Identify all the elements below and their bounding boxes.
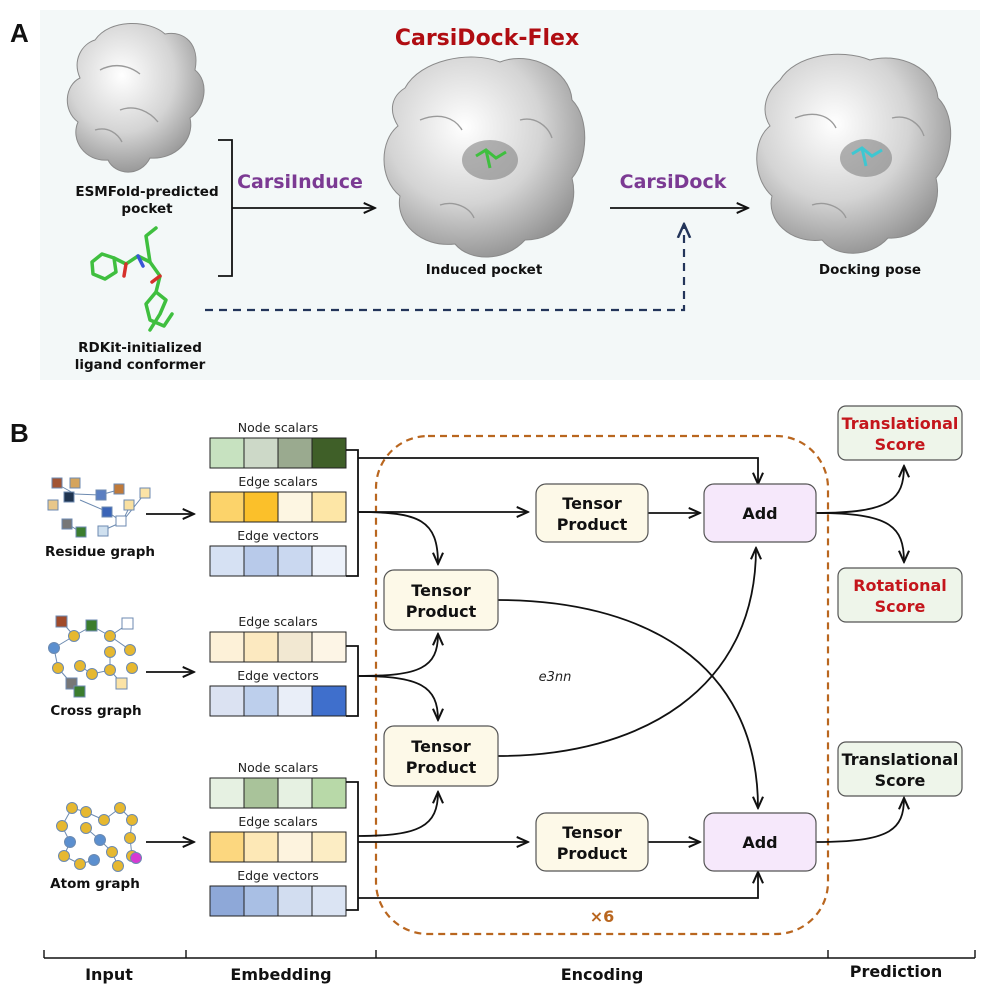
section-input-label: Input (85, 965, 133, 984)
protein-surface-icon (66, 23, 205, 173)
embedding-row-label: Edge scalars (238, 614, 317, 629)
embedding-cell (277, 631, 313, 663)
induced-pocket-label: Induced pocket (426, 262, 543, 278)
cross-embed-bracket (346, 645, 359, 717)
graph-icon (56, 802, 142, 872)
panel-b-letter: B (10, 418, 29, 448)
add-box-top: Add (703, 483, 817, 543)
panel-a-letter: A (10, 18, 29, 48)
embedding-cell (277, 831, 313, 863)
embedding-row-label: Edge scalars (238, 474, 317, 489)
residue-graph-label: Residue graph (45, 544, 155, 560)
atom-embed-bracket (346, 781, 359, 911)
embedding-cell (277, 685, 313, 717)
embedding-cell (311, 885, 347, 917)
embedding-cell (243, 631, 279, 663)
embedding-row-label: Edge scalars (238, 814, 317, 829)
section-embedding-label: Embedding (230, 965, 331, 984)
embedding-cell (277, 437, 313, 469)
embedding-cell (209, 685, 245, 717)
embedding-cell (243, 685, 279, 717)
embedding-cell (311, 631, 347, 663)
embedding-cell (277, 491, 313, 523)
embedding-cell (243, 777, 279, 809)
graph-icon (47, 477, 151, 538)
embedding-cell (243, 831, 279, 863)
panel-a-title: CarsiDock-Flex (395, 26, 579, 51)
embedding-row-label: Edge vectors (237, 528, 319, 543)
embedding-cell (209, 831, 245, 863)
embedding-cell (209, 491, 245, 523)
embedding-cell (311, 545, 347, 577)
embedding-cell (243, 545, 279, 577)
svg-text:Add: Add (742, 833, 777, 852)
embedding-cell (209, 631, 245, 663)
embedding-cell (243, 885, 279, 917)
carsiinduce-label: CarsiInduce (237, 171, 363, 193)
embedding-cell (243, 491, 279, 523)
embedding-cell (277, 885, 313, 917)
e3nn-label: e3nn (539, 670, 572, 685)
embedding-row-label: Edge vectors (237, 868, 319, 883)
graph-icon (48, 615, 138, 698)
embedding-cell (277, 777, 313, 809)
embedding-row-label: Edge vectors (237, 668, 319, 683)
embedding-cell (311, 685, 347, 717)
svg-text:Add: Add (742, 504, 777, 523)
embedding-cell (209, 885, 245, 917)
embedding-cell (209, 777, 245, 809)
embedding-cell (277, 545, 313, 577)
protein-surface-icon (756, 53, 952, 254)
embedding-cell (311, 491, 347, 523)
section-axis (43, 950, 976, 959)
section-encoding-label: Encoding (561, 965, 644, 984)
ligand-dashed-connector (205, 224, 684, 312)
section-prediction-label: Prediction (850, 962, 942, 981)
embedding-row-label: Node scalars (238, 420, 318, 435)
embedding-cell (243, 437, 279, 469)
protein-surface-icon (383, 56, 586, 258)
add-box-bottom: Add (703, 812, 817, 872)
connection-wires (357, 457, 904, 899)
encoding-repeat-frame (374, 434, 830, 936)
embedding-cell (311, 777, 347, 809)
cross-graph-label: Cross graph (50, 703, 141, 719)
carsidock-label: CarsiDock (620, 171, 727, 193)
embedding-cell (311, 437, 347, 469)
docking-pose-label: Docking pose (819, 262, 921, 278)
atom-graph-label: Atom graph (50, 876, 140, 892)
embedding-cell (209, 545, 245, 577)
embedding-row-label: Node scalars (238, 760, 318, 775)
repeat-count-label: ×6 (590, 907, 615, 926)
embedding-cell (209, 437, 245, 469)
ligand-stick-icon (90, 226, 174, 332)
embedding-cell (311, 831, 347, 863)
residue-embed-bracket (346, 449, 359, 577)
